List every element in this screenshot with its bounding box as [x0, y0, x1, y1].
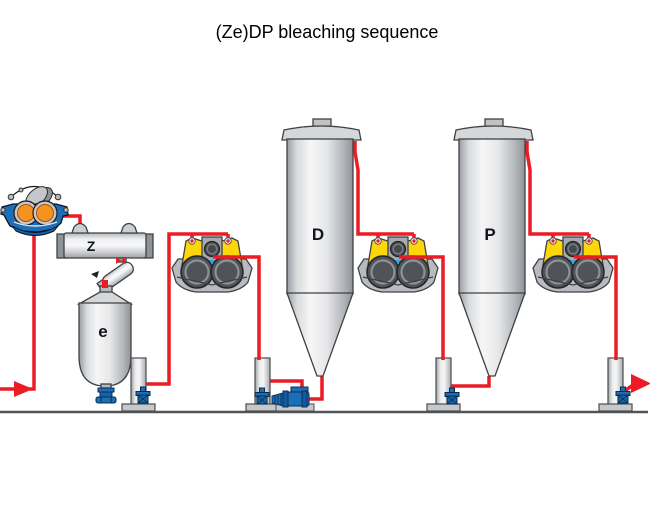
washer-3 [531, 235, 615, 294]
chute-outlet-connector [102, 280, 108, 288]
ptower-to-washer3-pipe [525, 141, 589, 236]
z-mixer-dome [120, 222, 138, 234]
d-tower-label: D [312, 225, 324, 244]
washer-2 [356, 235, 440, 294]
p-tower [453, 118, 534, 377]
washer2-discharge-pipe [399, 255, 445, 360]
e-tower: e [76, 285, 134, 404]
p-tower-label: P [484, 225, 495, 244]
chute-pointer-icon [91, 271, 99, 278]
z-mixer: Z [56, 222, 154, 263]
pump-to-dtower-pipe [308, 376, 324, 401]
page-title: (Ze)DP bleaching sequence [216, 22, 439, 42]
chute-mixer [91, 261, 134, 294]
outlet-arrow-icon [631, 374, 650, 393]
z-mixer-outlet-valve-icon [121, 257, 126, 264]
z-mixer-label: Z [87, 238, 96, 254]
inlet-arrow-icon [14, 381, 33, 397]
dtower-to-washer2-pipe [353, 141, 414, 236]
inlet-pipe [0, 231, 36, 391]
mc-pump [271, 386, 315, 412]
washer-1 [170, 235, 254, 294]
e-tower-pump [95, 383, 117, 404]
e-tower-label: e [98, 322, 107, 341]
washer2-to-ptower-pipe [450, 376, 491, 392]
washer1-discharge-pipe [213, 255, 261, 360]
z-mixer-outlet-valve-icon [116, 257, 121, 264]
d-tower [281, 118, 362, 377]
z-mixer-dome [71, 222, 89, 234]
feed-press [0, 185, 69, 236]
pipes-overlay [102, 234, 618, 360]
washer3-discharge-pipe [574, 255, 618, 360]
